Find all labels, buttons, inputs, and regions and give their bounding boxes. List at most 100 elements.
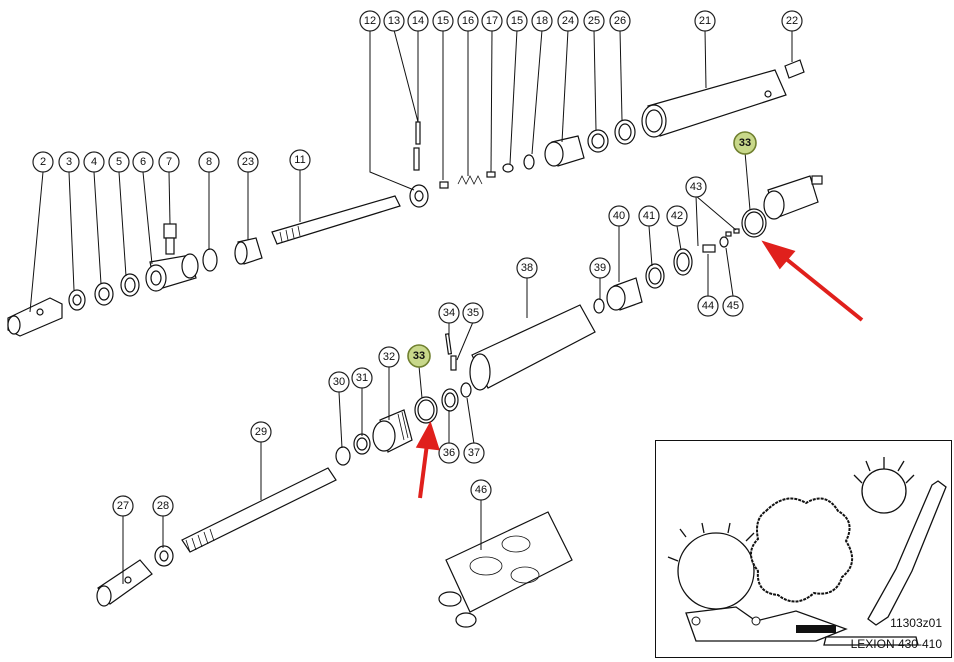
svg-text:45: 45	[727, 300, 739, 312]
part-39-ring	[593, 298, 605, 314]
svg-text:7: 7	[166, 156, 172, 168]
svg-text:24: 24	[562, 15, 574, 27]
svg-text:22: 22	[786, 15, 798, 27]
leader-lines	[29, 29, 793, 584]
part-24-gland	[544, 135, 585, 167]
callout-34: 34	[438, 302, 460, 324]
part-42-ring	[673, 248, 693, 276]
svg-text:23: 23	[242, 156, 254, 168]
svg-text:13: 13	[388, 15, 400, 27]
part-40-piston	[606, 277, 643, 311]
part-33a-oring	[741, 208, 767, 238]
svg-text:38: 38	[521, 262, 533, 274]
part-15-fitting	[439, 181, 449, 189]
svg-text:15: 15	[437, 15, 449, 27]
callout-29: 29	[250, 421, 272, 443]
part-29-rod	[181, 467, 337, 553]
svg-text:41: 41	[643, 210, 655, 222]
svg-text:32: 32	[383, 351, 395, 363]
part-38-tube	[469, 304, 596, 391]
model-label: LEXION 430-410	[850, 637, 942, 651]
callout-32: 32	[378, 346, 400, 368]
svg-text:25: 25	[588, 15, 600, 27]
part-26-ring	[614, 119, 636, 145]
svg-text:4: 4	[91, 156, 97, 168]
callout-42: 42	[666, 205, 688, 227]
callout-23: 23	[237, 151, 259, 173]
svg-text:6: 6	[140, 156, 146, 168]
part-23-bushing	[234, 237, 263, 265]
callout-41: 41	[638, 205, 660, 227]
part-11-shaft	[271, 195, 401, 245]
part-31-ring	[353, 433, 371, 455]
callout-28: 28	[152, 495, 174, 517]
part-15b-nut	[502, 163, 514, 173]
svg-text:5: 5	[116, 156, 122, 168]
part-36-ring	[441, 388, 459, 412]
part-7-nipple	[163, 223, 177, 255]
part-2-clevis	[7, 297, 63, 337]
inset-drawing	[667, 457, 947, 646]
svg-text:21: 21	[699, 15, 711, 27]
upper-assembly	[7, 59, 805, 337]
svg-text:2: 2	[40, 156, 46, 168]
part-21-cylinder	[641, 69, 787, 138]
svg-text:36: 36	[443, 447, 455, 459]
part-37-ring	[460, 382, 472, 398]
part-33b-oring	[414, 396, 438, 424]
callout-30: 30	[328, 371, 350, 393]
callout-5: 5	[108, 151, 130, 173]
callout-27: 27	[112, 495, 134, 517]
svg-text:17: 17	[486, 15, 498, 27]
part-4-ring	[94, 282, 114, 306]
callout-7: 7	[158, 151, 180, 173]
callout-16: 16	[457, 10, 479, 32]
callout-6: 6	[132, 151, 154, 173]
callout-12: 12	[359, 10, 381, 32]
callout-35: 35	[462, 302, 484, 324]
svg-text:28: 28	[157, 500, 169, 512]
part-43-pins	[725, 228, 740, 237]
svg-text:31: 31	[356, 372, 368, 384]
svg-text:12: 12	[364, 15, 376, 27]
svg-text:43: 43	[690, 181, 702, 193]
part-13-pin	[415, 121, 421, 145]
callout-38: 38	[516, 257, 538, 279]
callout-22: 22	[781, 10, 803, 32]
part-28-nut	[154, 545, 174, 567]
part-34-pin	[444, 333, 453, 355]
callout-8: 8	[198, 151, 220, 173]
callout-25: 25	[583, 10, 605, 32]
callout-39: 39	[589, 257, 611, 279]
svg-text:34: 34	[443, 307, 455, 319]
callout-40: 40	[608, 205, 630, 227]
svg-text:3: 3	[66, 156, 72, 168]
svg-text:27: 27	[117, 500, 129, 512]
callout-bubbles: 2 3 4 5 6 7 8 23 11 12 13 14 15 16 17 15…	[32, 10, 803, 517]
svg-text:46: 46	[475, 484, 487, 496]
part-8-snap-ring	[202, 248, 218, 272]
callout-33-highlighted-upper: 33	[733, 131, 757, 155]
callout-14: 14	[407, 10, 429, 32]
part-5-ring	[120, 273, 140, 297]
inset-machine-view	[655, 440, 952, 658]
inset-linkage	[685, 606, 848, 642]
svg-text:14: 14	[412, 15, 424, 27]
part-25-ring	[587, 129, 609, 153]
callout-44: 44	[697, 295, 719, 317]
middle-assembly	[335, 175, 823, 466]
part-16-spring	[457, 175, 483, 185]
part-14-pin	[413, 147, 420, 171]
callout-31: 31	[351, 367, 373, 389]
part-45-ring	[719, 236, 729, 248]
callout-15: 15	[432, 10, 454, 32]
callout-45: 45	[722, 295, 744, 317]
part-12-washer	[409, 184, 429, 208]
callout-4: 4	[83, 151, 105, 173]
red-arrows	[415, 240, 864, 499]
inset-frame-arm	[823, 480, 947, 646]
callout-18: 18	[531, 10, 553, 32]
svg-text:42: 42	[671, 210, 683, 222]
part-32-head	[372, 409, 413, 453]
part-17-ball	[486, 171, 496, 178]
